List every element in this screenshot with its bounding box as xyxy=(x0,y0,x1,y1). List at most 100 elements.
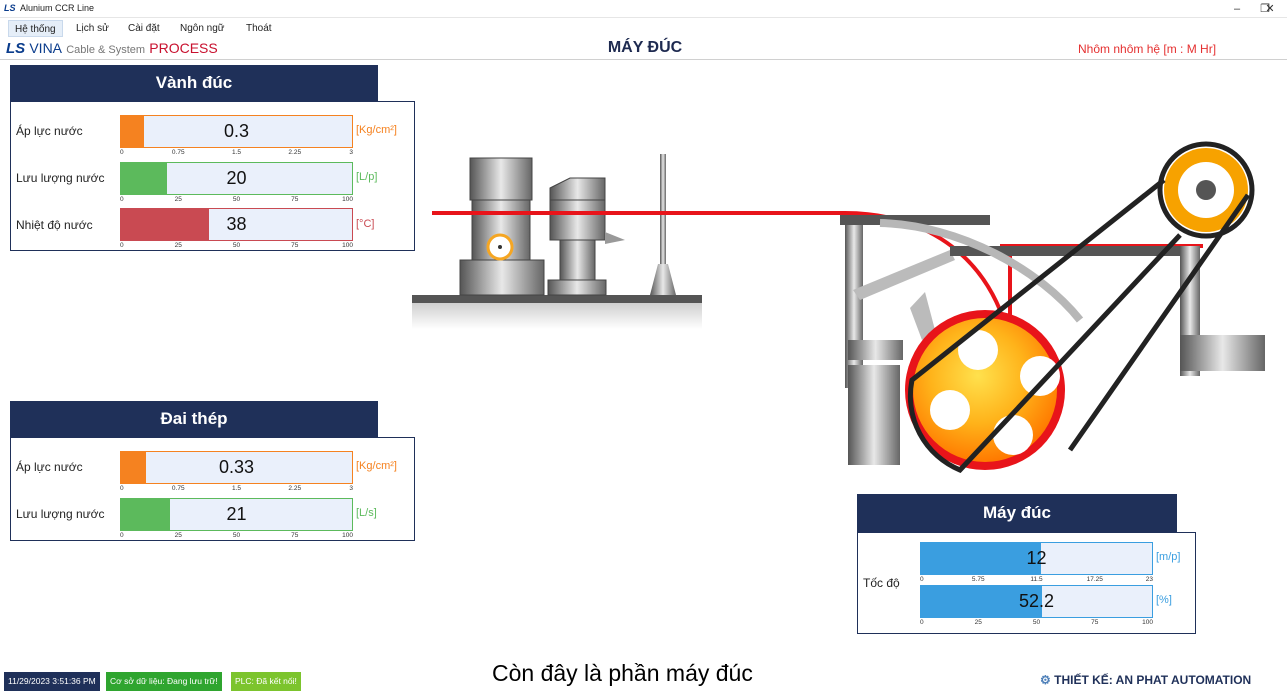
tick-label: 17.25 xyxy=(1086,576,1103,583)
window-title: Alunium CCR Line xyxy=(20,3,95,13)
tick-label: 75 xyxy=(291,532,299,539)
dai-thep-pressure-unit: [Kg/cm²] xyxy=(356,460,397,472)
vanh-duc-flow-fill xyxy=(121,163,168,194)
dai-thep-pressure-value: 0.33 xyxy=(218,457,255,477)
tick-label: 11.5 xyxy=(1030,576,1043,583)
tick-label: 0 xyxy=(920,576,924,583)
vanh-duc-temp-unit: [°C] xyxy=(356,218,375,230)
shear-base xyxy=(547,279,607,296)
vanh-duc-temp-value: 38 xyxy=(226,214,247,234)
mill-housing-base xyxy=(459,259,545,296)
dai-thep-panel: Áp lực nước 0.33 [Kg/cm²] 0 0.75 1.5 2.2… xyxy=(10,437,415,541)
guide-post xyxy=(660,154,666,264)
dai-thep-pressure-gauge: 0.33 xyxy=(120,451,353,484)
vanh-duc-panel: Áp lực nước 0.3 [Kg/cm²] 0 0.75 1.5 2.25… xyxy=(10,101,415,251)
casting-wheel-unit xyxy=(840,141,1265,473)
dai-thep-flow-ticks: 0 25 50 75 100 xyxy=(120,532,353,540)
vanh-duc-pressure-ticks: 0 0.75 1.5 2.25 3 xyxy=(120,149,353,157)
may-duc-title: Máy đúc xyxy=(857,494,1177,532)
menu-cai-dat[interactable]: Cài đặt xyxy=(128,23,160,34)
minimize-button[interactable]: – xyxy=(1233,3,1241,15)
tick-label: 100 xyxy=(342,532,353,539)
status-database: Cơ sở dữ liệu: Đang lưu trữ! xyxy=(106,672,222,691)
right-base xyxy=(1180,335,1265,371)
tick-label: 23 xyxy=(1145,576,1153,583)
dai-thep-pressure-fill xyxy=(121,452,147,483)
vanh-duc-flow-label: Lưu lượng nước xyxy=(16,171,105,185)
tick-label: 3 xyxy=(349,485,353,492)
vanh-duc-pressure-fill xyxy=(121,116,145,147)
may-duc-speed-unit: [m/p] xyxy=(1156,551,1181,563)
tick-label: 25 xyxy=(174,532,182,539)
may-duc-speed-value: 12 xyxy=(1026,548,1047,568)
vanh-duc-flow-unit: [L/p] xyxy=(356,171,378,183)
vanh-duc-temp-gauge: 38 xyxy=(120,208,353,241)
page-header: LS VINA Cable & System PROCESS MÁY ĐÚC N… xyxy=(0,38,1287,60)
steel-belt xyxy=(907,178,1251,473)
logo-vina: VINA xyxy=(29,40,63,56)
dai-thep-pressure-ticks: 0 0.75 1.5 2.25 3 xyxy=(120,485,353,493)
tick-label: 1.5 xyxy=(231,485,242,492)
tick-label: 100 xyxy=(342,242,353,249)
tick-label: 5.75 xyxy=(971,576,985,583)
may-duc-percent-gauge: 52.2 xyxy=(920,585,1153,618)
tick-label: 0 xyxy=(120,196,124,203)
shear-body xyxy=(549,199,606,241)
menu-ngon-ngu[interactable]: Ngôn ngữ xyxy=(180,23,225,34)
casting-machine-diagram xyxy=(412,141,1265,473)
tick-label: 0.75 xyxy=(171,149,185,156)
wheel-frame-top xyxy=(840,215,990,225)
vanh-duc-pressure-value: 0.3 xyxy=(223,121,250,141)
video-subtitle: Còn đây là phần máy đúc xyxy=(488,656,757,690)
may-duc-speed-ticks: 0 5.75 11.5 17.25 23 xyxy=(920,576,1153,584)
logo-process: PROCESS xyxy=(149,40,218,56)
tick-label: 50 xyxy=(1032,619,1041,626)
maximize-button[interactable]: ❐ xyxy=(1260,3,1270,15)
tick-label: 25 xyxy=(174,242,182,249)
tick-label: 2.25 xyxy=(288,485,302,492)
vanh-duc-flow-gauge: 20 xyxy=(120,162,353,195)
vanh-duc-temp-fill xyxy=(121,209,209,240)
window-titlebar: LS Alunium CCR Line – ❐ ✕ xyxy=(0,0,1287,18)
designer-credit: ⚙ THIẾT KẾ: AN PHAT AUTOMATION xyxy=(1040,673,1251,687)
dai-thep-pressure-label: Áp lực nước xyxy=(16,460,83,474)
tick-label: 75 xyxy=(1091,619,1099,626)
tick-label: 0 xyxy=(120,485,124,492)
close-button[interactable]: ✕ xyxy=(1265,3,1275,15)
may-duc-speed-fill xyxy=(921,543,1042,574)
rolling-mill-unit xyxy=(412,154,702,329)
dai-thep-flow-value: 21 xyxy=(226,504,247,524)
menu-he-thong[interactable]: Hệ thống xyxy=(8,20,63,37)
menu-thoat[interactable]: Thoát xyxy=(246,23,272,34)
may-duc-panel: Tốc độ 12 [m/p] 0 5.75 11.5 17.25 23 52.… xyxy=(857,532,1196,634)
vanh-duc-flow-ticks: 0 25 50 75 100 xyxy=(120,196,353,204)
menu-lich-su[interactable]: Lịch sử xyxy=(76,23,109,34)
tick-label: 50 xyxy=(232,196,241,203)
gear-icon: ⚙ xyxy=(1040,673,1051,687)
may-duc-percent-fill xyxy=(921,586,1042,617)
status-plc: PLC: Đã kết nối! xyxy=(231,672,301,691)
tick-label: 25 xyxy=(974,619,982,626)
tick-label: 25 xyxy=(174,196,182,203)
tick-label: 75 xyxy=(291,242,299,249)
left-base xyxy=(412,303,702,329)
tick-label: 0 xyxy=(120,149,124,156)
tick-label: 100 xyxy=(342,196,353,203)
tick-label: 0 xyxy=(120,532,124,539)
designer-credit-text: THIẾT KẾ: AN PHAT AUTOMATION xyxy=(1054,673,1252,687)
mill-housing-top xyxy=(469,157,533,201)
tick-label: 3 xyxy=(349,149,353,156)
tick-label: 0.75 xyxy=(171,485,185,492)
vanh-duc-temp-label: Nhiệt độ nước xyxy=(16,218,93,232)
dai-thep-flow-gauge: 21 xyxy=(120,498,353,531)
tick-label: 75 xyxy=(291,196,299,203)
may-duc-percent-unit: [%] xyxy=(1156,594,1172,606)
dai-thep-flow-unit: [L/s] xyxy=(356,507,377,519)
vanh-duc-flow-value: 20 xyxy=(226,168,247,188)
tick-label: 2.25 xyxy=(288,149,302,156)
vanh-duc-title: Vành đúc xyxy=(10,65,378,101)
may-duc-speed-label: Tốc độ xyxy=(863,576,900,590)
page-title: MÁY ĐÚC xyxy=(607,39,683,56)
dai-thep-flow-label: Lưu lượng nước xyxy=(16,507,105,521)
tick-label: 100 xyxy=(1142,619,1153,626)
